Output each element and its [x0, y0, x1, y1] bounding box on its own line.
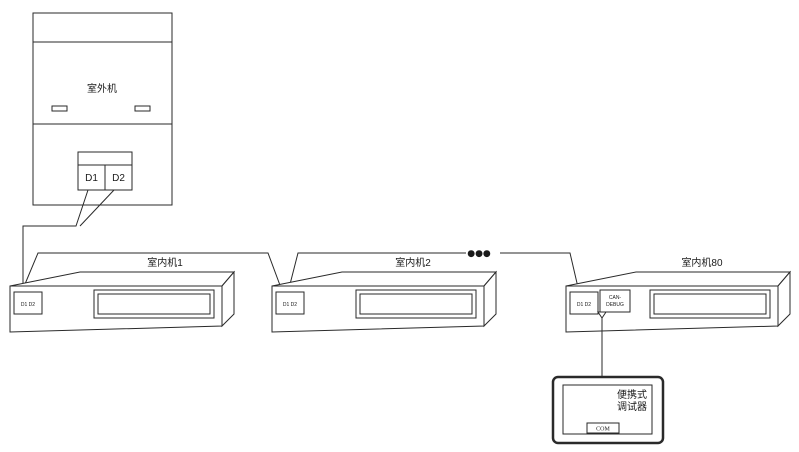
indoor-unit-top-face [565, 271, 792, 287]
portable-debugger: 便携式 调试器 COM [551, 375, 665, 445]
outdoor-unit-slot-right [134, 105, 151, 112]
indoor-unit-80: D1 D2 CAN- DEBUG [565, 270, 792, 333]
indoor-terminal-box [569, 291, 599, 315]
indoor-terminal-box [275, 291, 305, 315]
debugger-label-line-2: 调试器 [617, 400, 647, 413]
outdoor-unit: 室外机 D1 D2 [32, 12, 173, 206]
can-debug-connector-icon [597, 311, 607, 319]
indoor-terminal-label: D1 D2 [577, 302, 591, 308]
indoor-unit-2: D1 D2 [271, 270, 498, 333]
indoor-vent-grille [359, 293, 473, 315]
terminal-block-header [77, 151, 133, 166]
debugger-label-line-1: 便携式 [617, 388, 647, 401]
bus-wiring: ●●● [19, 189, 581, 297]
indoor-unit-side-face [483, 270, 497, 328]
indoor-unit-side-face [777, 270, 791, 328]
indoor-vent-grille [653, 293, 767, 315]
outdoor-unit-slot-left [51, 105, 68, 112]
bus-indoor-1-to-2 [19, 252, 285, 297]
indoor-unit-top-face [271, 271, 498, 287]
com-port-box [586, 422, 620, 434]
indoor-vent-grille [97, 293, 211, 315]
can-debug-label-line-1: CAN- [609, 295, 622, 301]
indoor-terminal-label: D1 D2 [283, 302, 297, 308]
terminal-d2-cell [104, 164, 133, 191]
indoor-terminal-box [13, 291, 43, 315]
indoor-unit-2-label: 室内机2 [395, 256, 431, 269]
indoor-unit-top-face [9, 271, 236, 287]
wire-d1-to-indoor-1 [22, 189, 89, 292]
bus-indoor-2-onward [286, 252, 466, 297]
bus-ellipsis: ●●● [467, 249, 491, 259]
com-port-label: COM [596, 427, 610, 433]
terminal-d2-label: D2 [112, 173, 125, 184]
indoor-terminal-label: D1 D2 [21, 302, 35, 308]
can-debug-port-box [599, 289, 631, 313]
indoor-unit-side-face [221, 270, 235, 328]
outdoor-terminal-block: D1 D2 [77, 151, 133, 191]
bus-to-indoor-80 [500, 252, 581, 297]
can-debug-label-line-2: DEBUG [606, 302, 624, 308]
indoor-unit-1: D1 D2 [9, 270, 236, 333]
indoor-unit-80-label: 室内机80 [681, 256, 723, 269]
wire-d2-to-indoor-1 [79, 189, 115, 227]
outdoor-unit-label: 室外机 [87, 82, 117, 95]
indoor-unit-1-label: 室内机1 [147, 256, 183, 269]
terminal-d1-label: D1 [85, 173, 98, 184]
